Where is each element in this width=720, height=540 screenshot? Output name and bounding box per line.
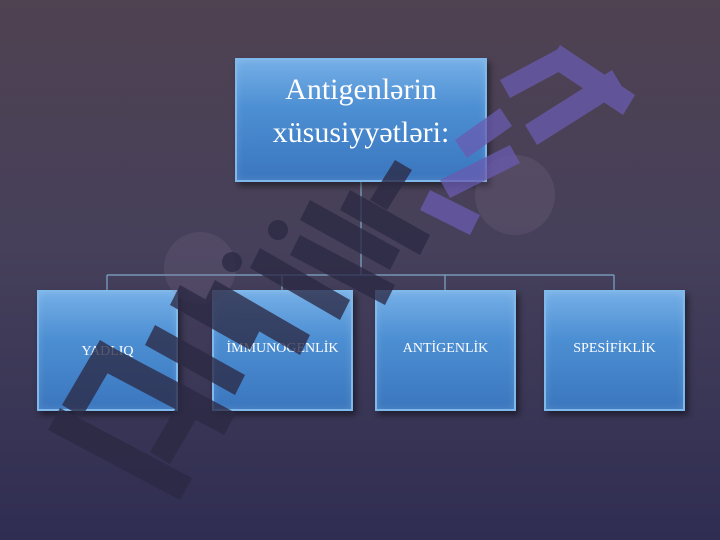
root-title-line-1: Antigenlərin [285,73,437,106]
child-label: ANTİGENLİK [402,340,489,356]
child-node-immunogenlik: İMMUNOGENLİK [212,290,353,411]
root-title-line-2: xüsusiyyətləri: [272,116,450,149]
child-label: YADLIQ [81,343,134,359]
child-label: SPESİFİKLİK [573,340,656,356]
child-node-yadliq: YADLIQ [37,290,178,411]
child-node-antigenlik: ANTİGENLİK [375,290,516,411]
child-label: İMMUNOGENLİK [226,340,339,356]
child-node-spesifiklik: SPESİFİKLİK [544,290,685,411]
root-node: Antigenlərin xüsusiyyətləri: [235,58,487,182]
